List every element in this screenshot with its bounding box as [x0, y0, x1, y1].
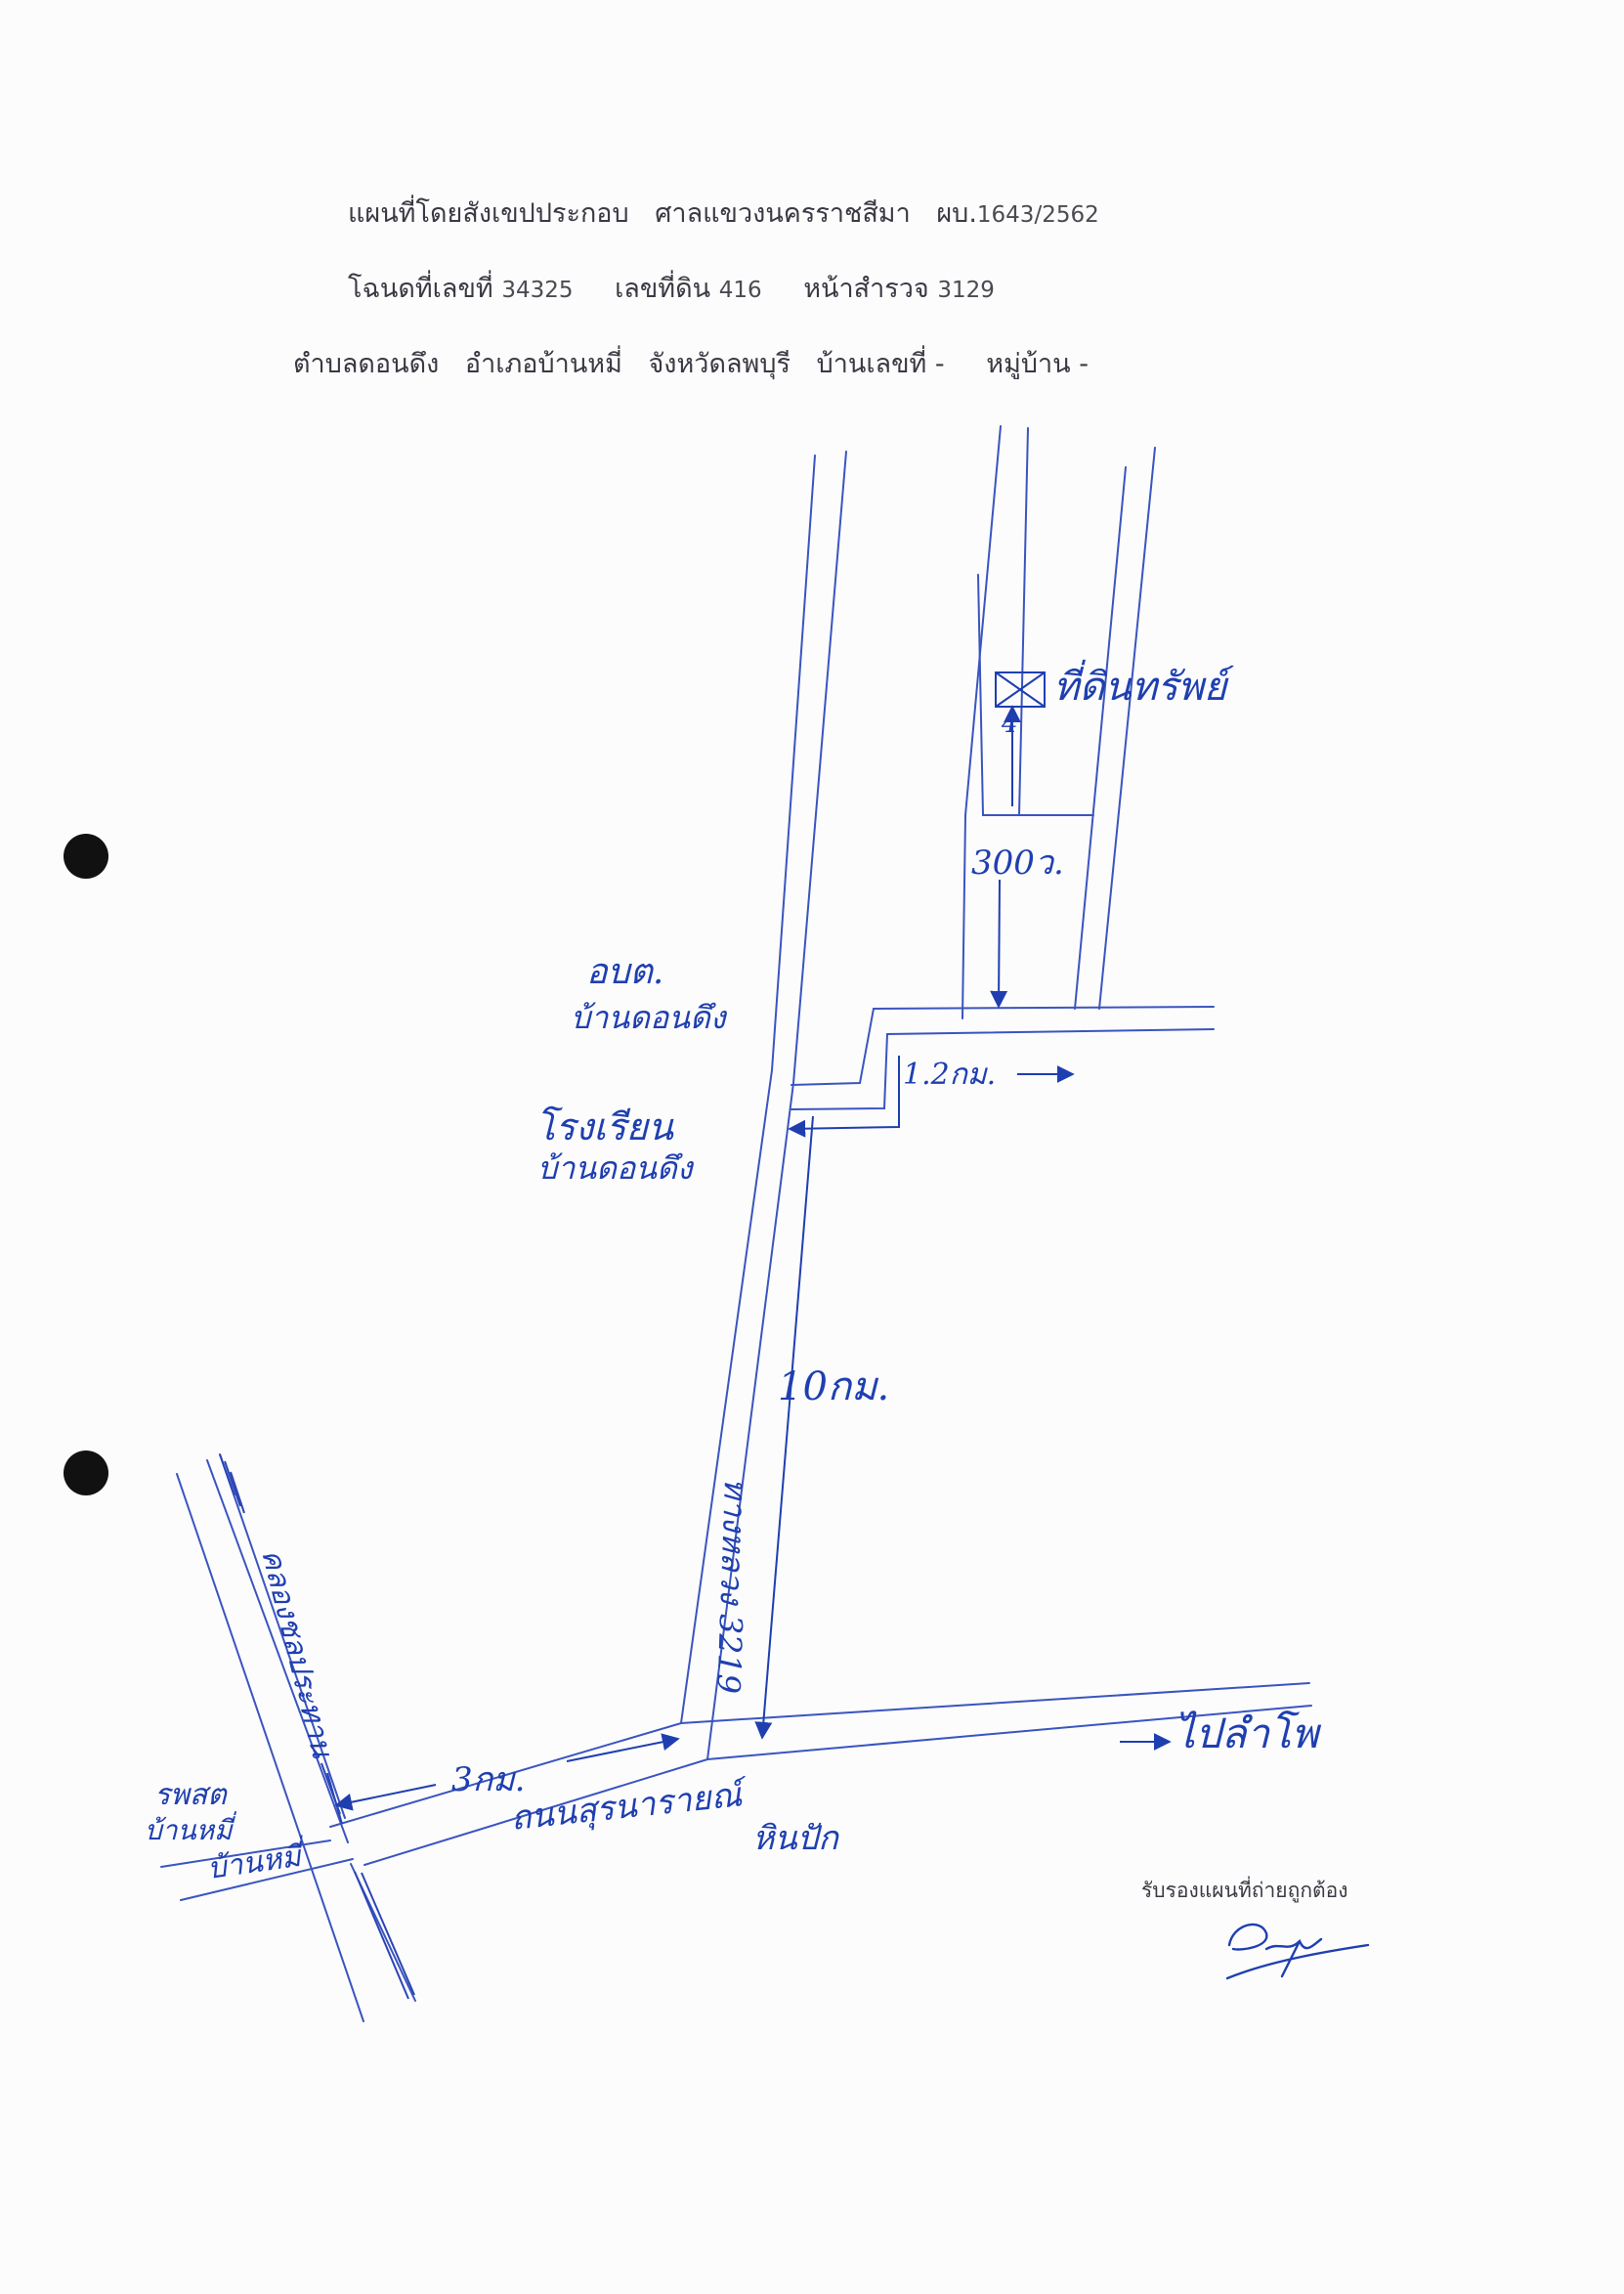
label-distance-1-2km: 1.2กม. [903, 1058, 996, 1092]
subdistrict: ตำบลดอนดึง [293, 349, 440, 379]
connector-road-upper [791, 1006, 1215, 1086]
label-admin-office-place: บ้านดอนดึง [571, 999, 728, 1036]
land-number: 416 [718, 278, 762, 303]
label-health-center-place: บ้านหมี่ [145, 1811, 237, 1846]
label-destination: ไปลำโพ [1175, 1710, 1322, 1757]
canal-inner-right [219, 1453, 346, 1819]
label-school: โรงเรียน [535, 1105, 674, 1148]
road-lines [160, 425, 1312, 2022]
header-line-location: ตำบลดอนดึง อำเภอบ้านหมี่ จังหวัดลพบุรี บ… [293, 342, 1089, 384]
survey-number: 3129 [937, 278, 995, 303]
connector-road-lower [791, 1028, 1215, 1110]
arrow-300m-up [990, 879, 1008, 1009]
main-road-left-edge [680, 454, 816, 1724]
land-label: เลขที่ดิน [615, 274, 711, 304]
survey-label: หน้าสำรวจ [803, 274, 929, 304]
cross-road-upper [329, 1682, 1310, 1828]
label-health-center: รพสต [154, 1778, 228, 1812]
label-main-road: ทางหลวง 3219 [709, 1478, 754, 1695]
arrow-1-2km-left [788, 1056, 900, 1138]
district: อำเภอบ้านหมี่ [464, 349, 622, 379]
village: หมู่บ้าน - [986, 349, 1089, 379]
punch-hole-lower [64, 1450, 108, 1495]
label-hin-pak: หินปัก [752, 1819, 839, 1858]
side-road-left-edge [962, 425, 1002, 1019]
header-line-title: แผนที่โดยสังเขปประกอบ ศาลแขวงนครราชสีมา … [348, 192, 1099, 234]
label-distance-10km: 10กม. [778, 1364, 889, 1409]
label-school-place: บ้านดอนดึง [537, 1149, 695, 1187]
label-distance-3km: 3กม. [451, 1760, 525, 1799]
punch-hole-upper [64, 834, 108, 879]
canal-outer-left [176, 1473, 364, 2022]
label-target-plot: ที่ดินทรัพย์ [1053, 659, 1234, 710]
main-road-right-edge [706, 451, 847, 1760]
map-title: แผนที่โดยสังเขปประกอบ [348, 198, 629, 229]
header-line-deed: โฉนดที่เลขที่ 34325 เลขที่ดิน 416 หน้าสำ… [348, 267, 995, 309]
side-road-inner-left [977, 574, 1094, 816]
left-road-upper [160, 1840, 331, 1868]
province: จังหวัดลพบุรี [648, 349, 791, 379]
arrow-3km-right [566, 1733, 680, 1762]
plot-road-right [1098, 447, 1156, 1010]
deed-label: โฉนดที่เลขที่ [348, 274, 493, 304]
cross-road-lower [363, 1705, 1312, 1866]
label-admin-office: อบต. [586, 952, 663, 992]
case-number: 1643/2562 [976, 202, 1099, 228]
certification-text: รับรองแผนที่ถ่ายถูกต้อง [1141, 1879, 1348, 1902]
canal-inner-left [206, 1459, 349, 1843]
case-label: ผบ. [936, 198, 977, 229]
distance-arrows [334, 705, 1172, 1811]
deed-number: 34325 [501, 278, 574, 303]
label-distance-300m: 300ว. [971, 844, 1064, 883]
court-name: ศาลแขวงนครราชสีมา [655, 198, 911, 229]
arrow-10km [754, 1115, 814, 1740]
signature [1225, 1923, 1370, 1980]
side-road-right-edge [1018, 427, 1029, 816]
house-number: บ้านเลขที่ - [816, 349, 945, 379]
left-road-lower [180, 1858, 354, 1901]
arrow-3km-left [334, 1784, 437, 1811]
plot-road-left [1074, 466, 1127, 1010]
